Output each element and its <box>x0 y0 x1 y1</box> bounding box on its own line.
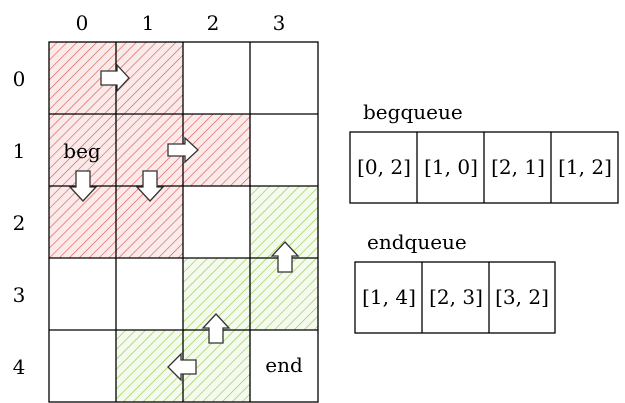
column-label: 1 <box>142 11 155 35</box>
begqueue-item: [1, 2] <box>558 155 612 179</box>
grid-lines <box>48 41 319 403</box>
begqueue-title: begqueue <box>363 100 463 124</box>
up-arrow-icon <box>201 313 231 344</box>
down-arrow-icon <box>68 170 98 202</box>
row-label: 4 <box>13 355 26 379</box>
column-label: 2 <box>207 11 220 35</box>
arrows <box>68 63 300 382</box>
right-arrow-icon <box>100 63 130 93</box>
row-label: 0 <box>13 67 26 91</box>
row-labels: 0 1 2 3 4 <box>13 67 26 379</box>
row-label: 2 <box>13 211 26 235</box>
endqueue-item: [2, 3] <box>429 285 483 309</box>
left-arrow-icon <box>167 352 197 382</box>
begqueue-item: [0, 2] <box>357 155 411 179</box>
column-label: 3 <box>273 11 286 35</box>
up-arrow-icon <box>270 241 300 273</box>
row-label: 1 <box>13 139 26 163</box>
down-arrow-icon <box>135 170 165 202</box>
column-labels: 0 1 2 3 <box>76 11 286 35</box>
begqueue: begqueue [0, 2] [1, 0] [2, 1] [1, 2] <box>349 100 619 204</box>
right-arrow-icon <box>167 136 199 164</box>
end-label: end <box>265 353 303 377</box>
endqueue-item: [3, 2] <box>495 285 549 309</box>
endqueue-item: [1, 4] <box>362 285 416 309</box>
column-label: 0 <box>76 11 89 35</box>
begqueue-item: [1, 0] <box>424 155 478 179</box>
endqueue: endqueue [1, 4] [2, 3] [3, 2] <box>354 230 556 334</box>
beg-label: beg <box>63 139 101 163</box>
endqueue-title: endqueue <box>367 230 467 254</box>
begqueue-item: [2, 1] <box>491 155 545 179</box>
row-label: 3 <box>13 283 26 307</box>
